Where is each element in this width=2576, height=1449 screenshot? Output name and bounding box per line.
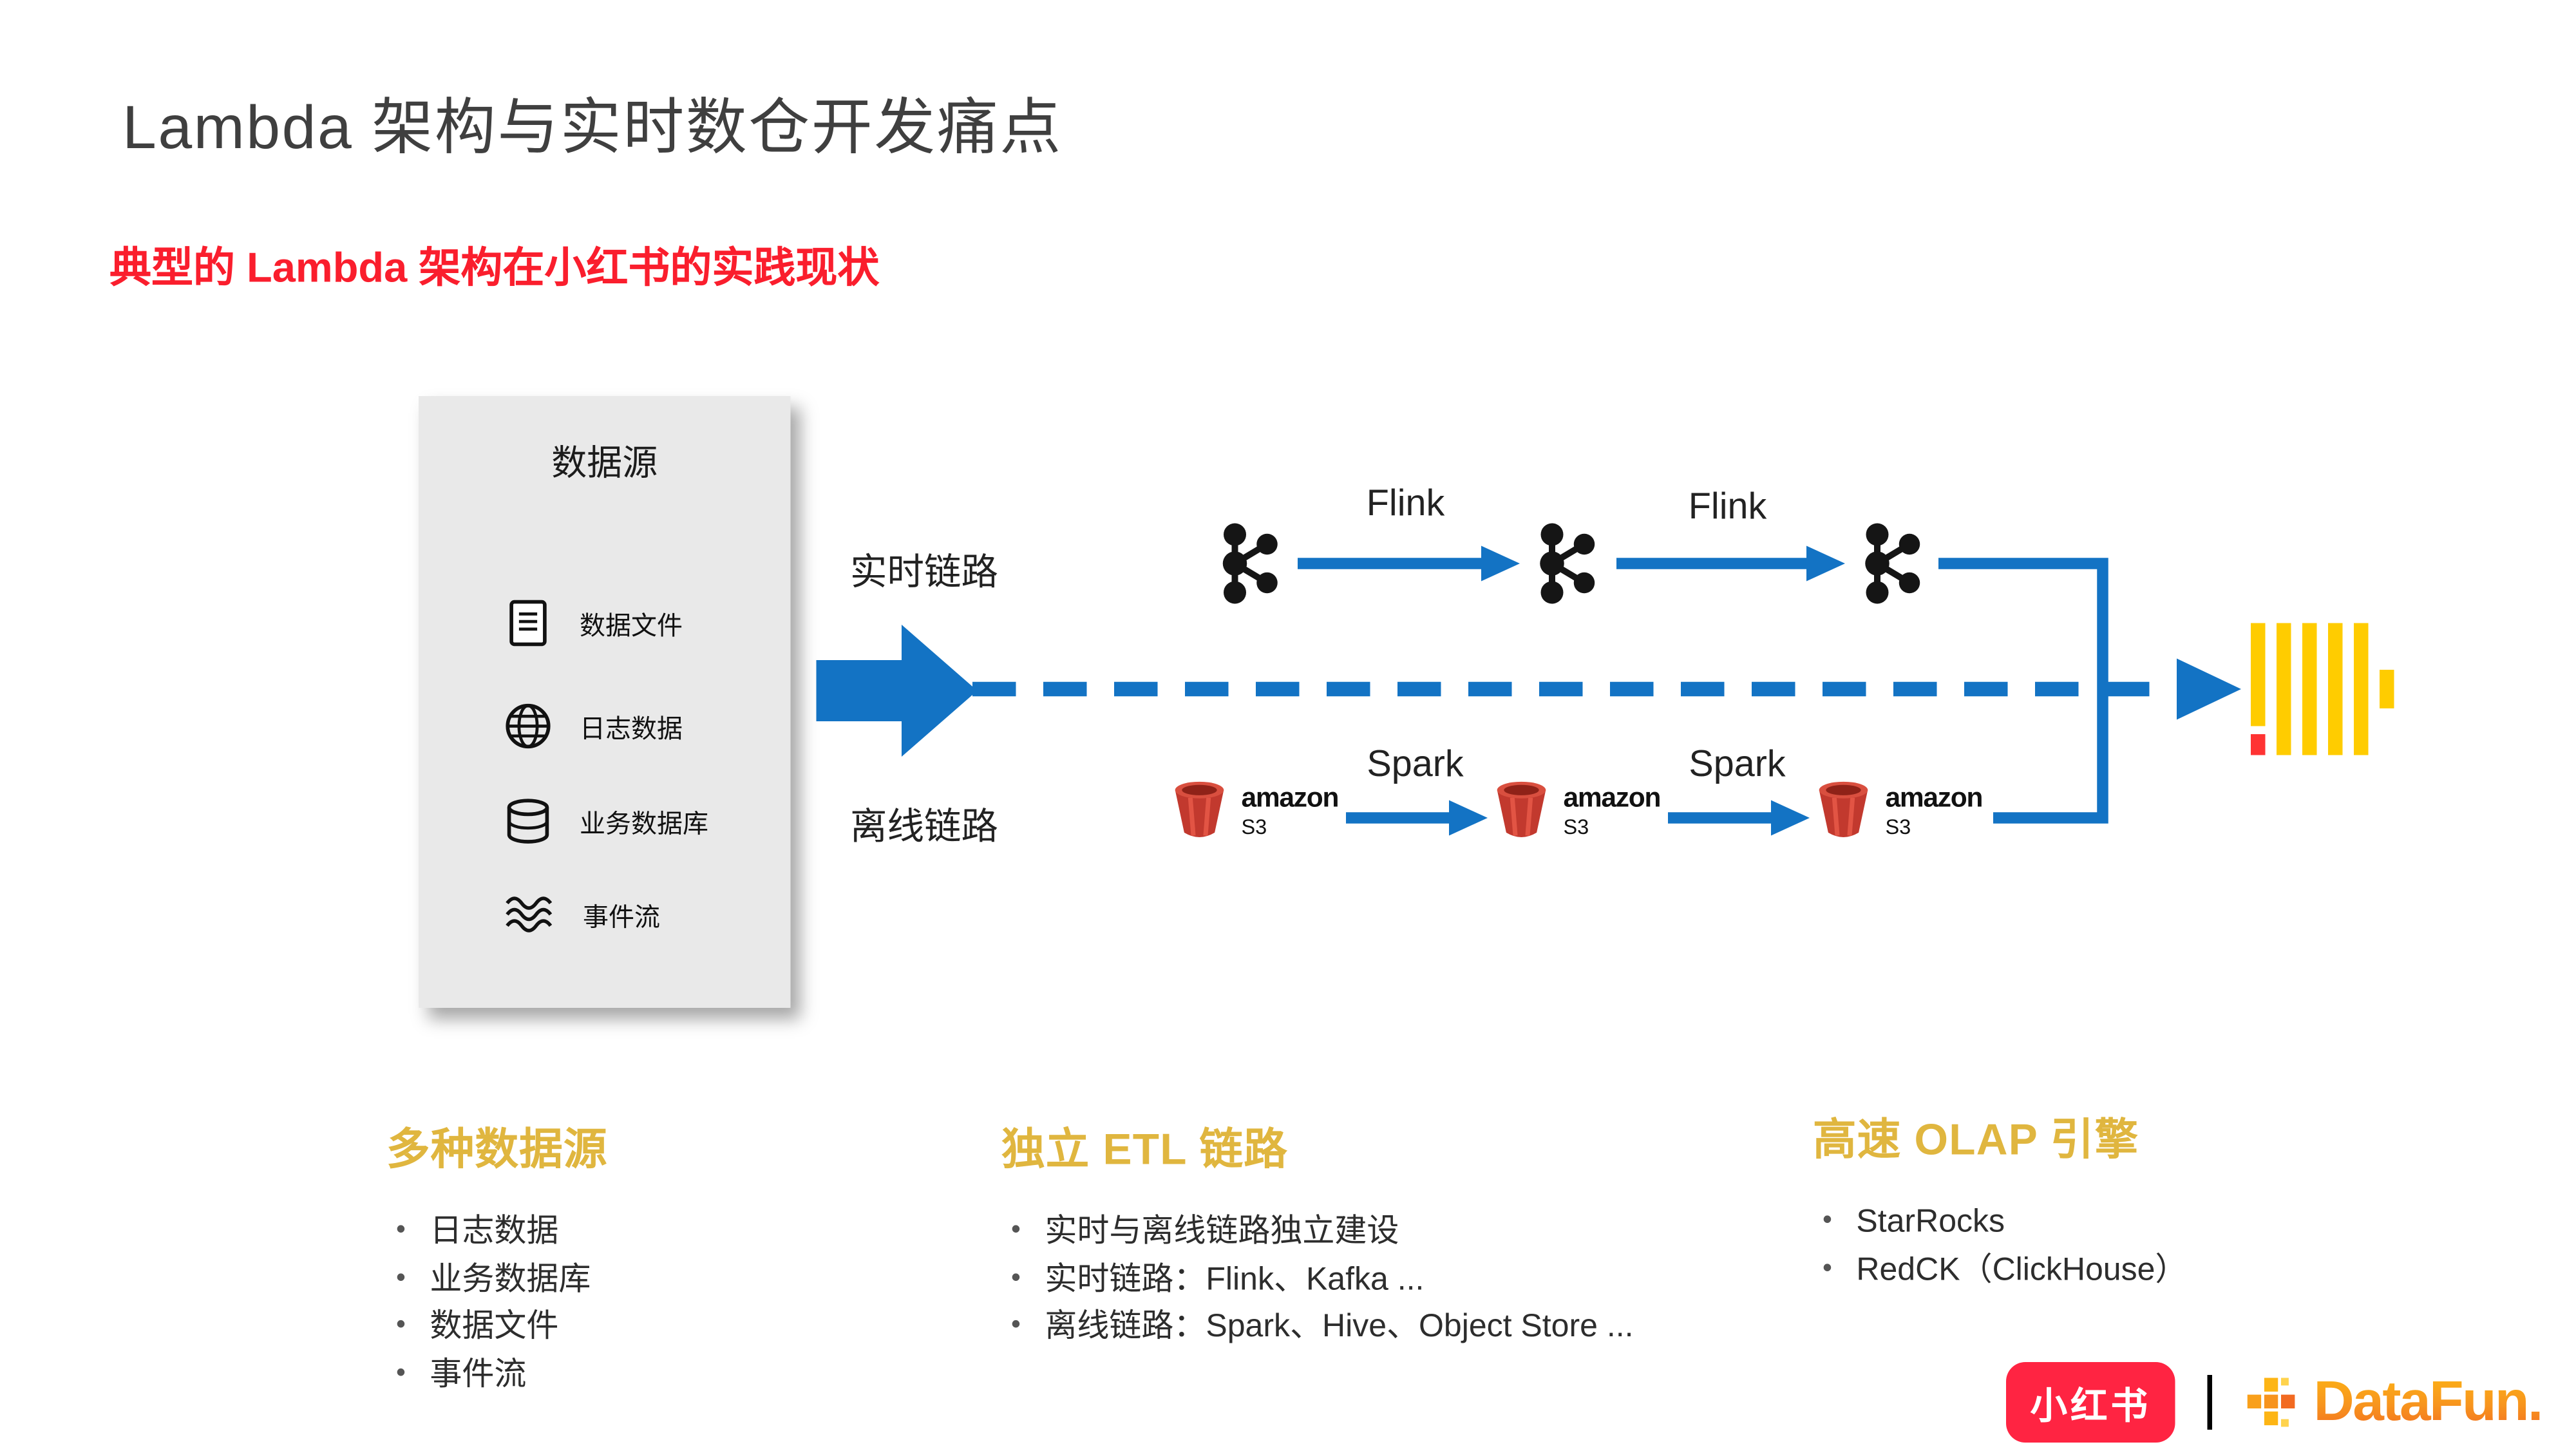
spark-edge-label: Spark bbox=[1689, 742, 1786, 784]
spark-edge-label: Spark bbox=[1367, 742, 1464, 784]
bullet-item: •实时链路：Flink、Kafka ... bbox=[1011, 1261, 1425, 1297]
database-icon bbox=[507, 799, 549, 844]
offline-lane-label: 离线链路 bbox=[850, 805, 998, 847]
bullet-item: •离线链路：Spark、Hive、Object Store ... bbox=[1011, 1309, 1634, 1345]
datasource-item-label: 业务数据库 bbox=[580, 811, 709, 839]
s3-bucket-icon bbox=[1819, 781, 1868, 837]
datasource-item-db: 业务数据库 bbox=[502, 791, 708, 852]
clickhouse-bar bbox=[2328, 623, 2343, 755]
s3-name-label: S3 bbox=[1885, 813, 1911, 838]
amazon-s3-node: amazon S3 bbox=[1172, 779, 1340, 840]
datasource-item-label: 数据文件 bbox=[580, 613, 683, 641]
bullet-dot: • bbox=[1823, 1251, 1832, 1283]
xiaohongshu-logo: 小红书 bbox=[2006, 1362, 2175, 1443]
kafka-icon bbox=[1211, 520, 1288, 607]
clickhouse-bar bbox=[2354, 623, 2369, 755]
bullet-item: •业务数据库 bbox=[396, 1261, 591, 1297]
s3-name-label: S3 bbox=[1241, 813, 1267, 838]
bullet-dot: • bbox=[1011, 1261, 1021, 1293]
datasource-panel: 数据源 数据文件 日志数据 bbox=[419, 396, 791, 1008]
slide-subtitle: 典型的 Lambda 架构在小红书的实践现状 bbox=[109, 243, 880, 292]
big-flow-arrow bbox=[816, 625, 978, 757]
clickhouse-short-bar bbox=[2380, 670, 2394, 708]
bullet-dot: • bbox=[396, 1214, 406, 1245]
s3-brand-label: amazon bbox=[1241, 781, 1340, 813]
summary-column-datasources: 多种数据源 •日志数据 •业务数据库 •数据文件 •事件流 bbox=[386, 1114, 934, 1393]
summary-column-olap: 高速 OLAP 引擎 •StarRocks •RedCK（ClickHouse） bbox=[1813, 1104, 2489, 1288]
s3-brand-label: amazon bbox=[1885, 781, 1984, 813]
datasource-item-log: 日志数据 bbox=[502, 696, 683, 757]
datafun-pixel-icon bbox=[2247, 1378, 2295, 1427]
bullet-dot: • bbox=[1011, 1214, 1021, 1245]
clickhouse-red-bar bbox=[2251, 734, 2266, 755]
s3-brand-label: amazon bbox=[1563, 781, 1662, 813]
bullet-dot: • bbox=[1011, 1309, 1021, 1340]
bullet-dot: • bbox=[396, 1261, 406, 1293]
amazon-s3-node: amazon S3 bbox=[1816, 779, 1984, 840]
bullet-item: •数据文件 bbox=[396, 1309, 559, 1345]
clickhouse-bar bbox=[2302, 623, 2317, 755]
column-bullet-list: •实时与离线链路独立建设 •实时链路：Flink、Kafka ... •离线链路… bbox=[1001, 1214, 1806, 1346]
bullet-item: •StarRocks bbox=[1823, 1204, 2005, 1240]
footer-logos: 小红书 DataFun. bbox=[2006, 1362, 2544, 1443]
kafka-icon bbox=[1528, 520, 1605, 607]
bullet-item: •RedCK（ClickHouse） bbox=[1823, 1251, 2188, 1287]
globe-icon bbox=[506, 703, 551, 749]
clickhouse-logo bbox=[2251, 623, 2399, 755]
amazon-s3-node: amazon S3 bbox=[1494, 779, 1662, 840]
column-bullet-list: •StarRocks •RedCK（ClickHouse） bbox=[1813, 1204, 2489, 1289]
bullet-item: •日志数据 bbox=[396, 1214, 559, 1249]
bullet-dot: • bbox=[396, 1309, 406, 1340]
stream-icon bbox=[506, 896, 553, 933]
column-heading: 独立 ETL 链路 bbox=[1001, 1125, 1289, 1174]
page-title: Lambda 架构与实时数仓开发痛点 bbox=[122, 95, 1063, 163]
clickhouse-bar bbox=[2251, 623, 2266, 726]
datafun-logo: DataFun. bbox=[2244, 1370, 2544, 1435]
datasource-item-file: 数据文件 bbox=[502, 592, 683, 654]
datasource-item-label: 事件流 bbox=[583, 905, 661, 933]
clickhouse-bar bbox=[2277, 623, 2291, 755]
s3-name-label: S3 bbox=[1563, 813, 1589, 838]
merge-connector bbox=[1938, 558, 2108, 824]
column-heading: 多种数据源 bbox=[386, 1125, 608, 1174]
flink-edge-label: Flink bbox=[1366, 481, 1445, 524]
column-heading: 高速 OLAP 引擎 bbox=[1813, 1115, 2139, 1164]
dashed-flow-arrowhead bbox=[2177, 658, 2241, 720]
bullet-item: •实时与离线链路独立建设 bbox=[1011, 1214, 1399, 1249]
bullet-dot: • bbox=[1823, 1204, 1832, 1235]
column-bullet-list: •日志数据 •业务数据库 •数据文件 •事件流 bbox=[386, 1214, 934, 1394]
datasource-item-stream: 事件流 bbox=[502, 884, 660, 945]
realtime-lane-label: 实时链路 bbox=[850, 551, 998, 592]
file-icon bbox=[509, 600, 547, 647]
bullet-item: •事件流 bbox=[396, 1356, 527, 1392]
kafka-icon bbox=[1853, 520, 1931, 607]
logo-separator bbox=[2207, 1375, 2212, 1430]
datafun-wordmark: DataFun. bbox=[2314, 1370, 2544, 1435]
datasource-item-label: 日志数据 bbox=[580, 716, 683, 744]
bullet-dot: • bbox=[396, 1356, 406, 1388]
flink-edge-label: Flink bbox=[1688, 484, 1767, 527]
s3-bucket-icon bbox=[1497, 781, 1546, 837]
s3-bucket-icon bbox=[1175, 781, 1224, 837]
datasource-title: 数据源 bbox=[551, 442, 658, 484]
summary-column-etl: 独立 ETL 链路 •实时与离线链路独立建设 •实时链路：Flink、Kafka… bbox=[1001, 1114, 1806, 1345]
